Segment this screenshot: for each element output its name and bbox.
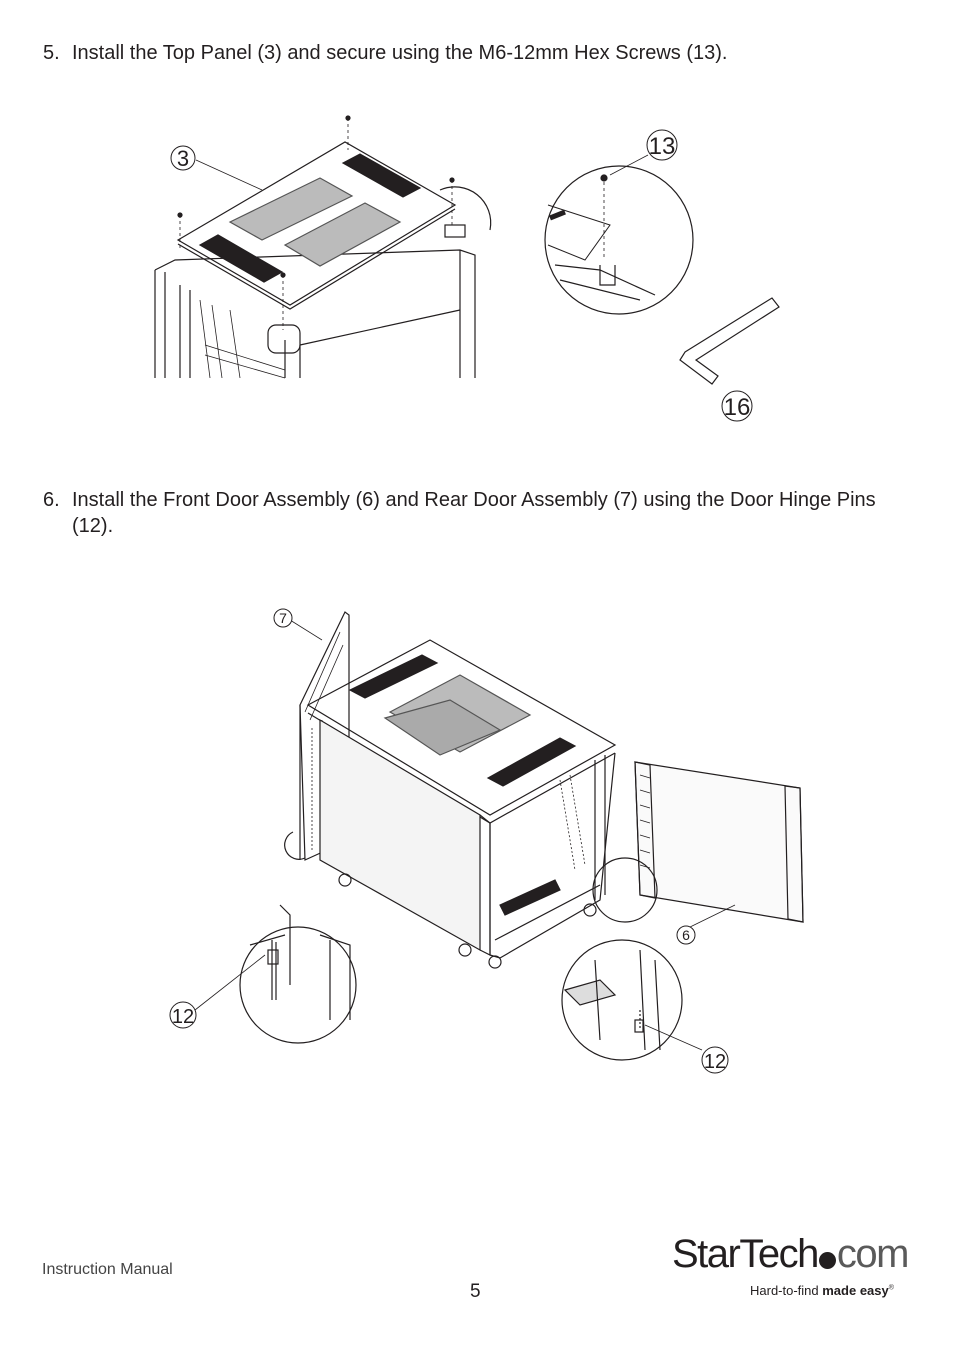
callout-12-left: 12 — [172, 1006, 194, 1028]
callout-7: 7 — [279, 610, 287, 626]
callout-13: 13 — [649, 133, 676, 160]
logo-dot-icon — [818, 1252, 836, 1269]
callout-16: 16 — [724, 394, 751, 421]
step-text: Install the Top Panel (3) and secure usi… — [72, 42, 728, 64]
logo-wordmark: StarTech com — [672, 1232, 910, 1277]
callout-3: 3 — [177, 146, 189, 171]
step-number: 6. — [43, 489, 60, 511]
footer-document-type: Instruction Manual — [42, 1261, 173, 1278]
callout-6: 6 — [682, 927, 690, 943]
logo-tagline: Hard-to-find made easy® — [750, 1283, 894, 1298]
callout-12-right: 12 — [704, 1051, 726, 1073]
step-number: 5. — [43, 42, 60, 64]
page-number: 5 — [470, 1281, 481, 1302]
tagline-a: Hard-to-find — [750, 1283, 823, 1298]
tagline-b: made easy — [822, 1283, 889, 1298]
logo-word-a: StarTech — [672, 1232, 819, 1276]
registered-mark: ® — [888, 1284, 894, 1292]
logo-word-b: com — [836, 1232, 910, 1276]
step-text: Install the Front Door Assembly (6) and … — [72, 489, 876, 537]
startech-logo: StarTech com Hard-to-find made easy® — [672, 1232, 912, 1304]
